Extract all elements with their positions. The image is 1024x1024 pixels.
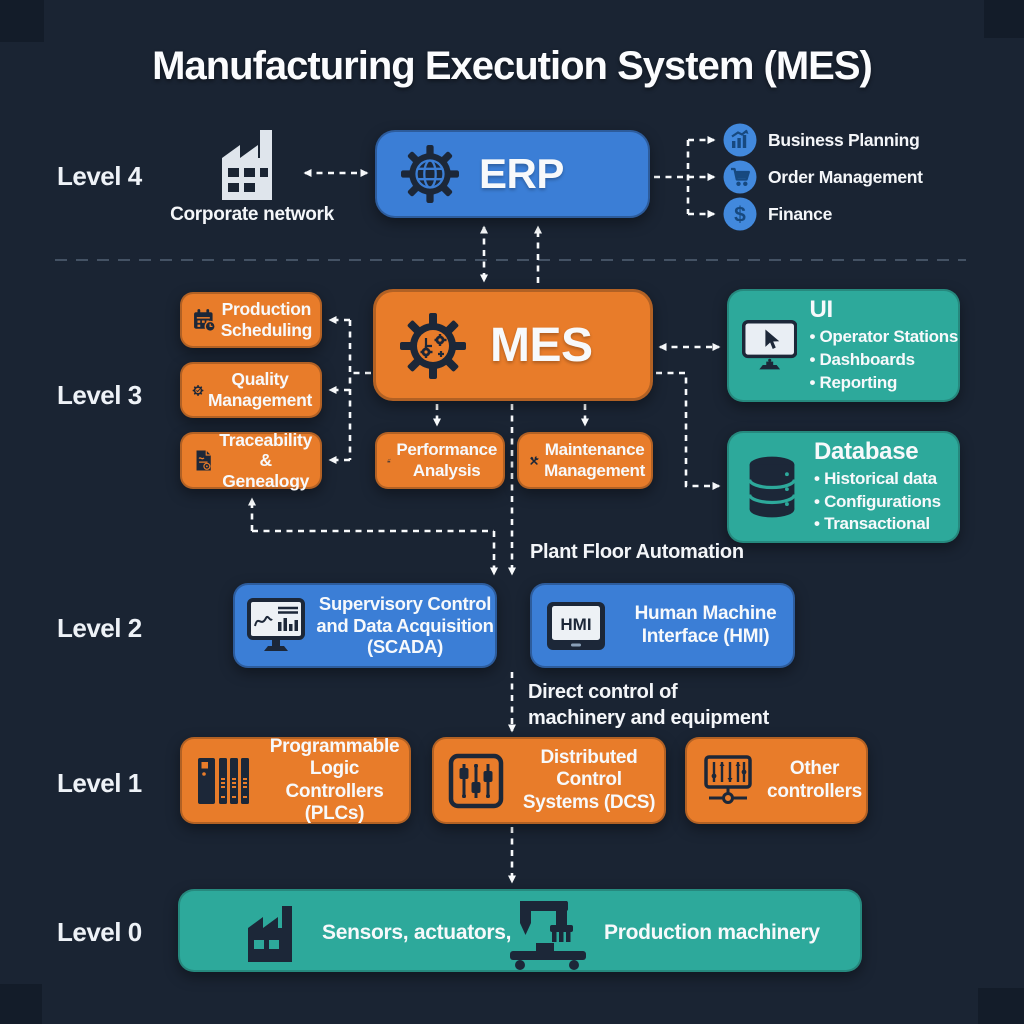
mes-label: MES (490, 318, 593, 372)
business-planning-label: Business Planning (768, 129, 920, 150)
business-planning-chart-icon (723, 123, 757, 157)
scada-monitor-icon (247, 597, 305, 651)
mes-gears-icon (400, 313, 466, 379)
scada-box: Supervisory Control and Data Acquisition… (233, 583, 497, 668)
ui-feature: • Operator Stations (809, 327, 958, 347)
corner-patch (978, 988, 1024, 1024)
performance-analysis-label: Performance Analysis (396, 440, 497, 480)
quality-management-box: Quality Management (180, 362, 322, 418)
sensors-actuators-label: Sensors, actuators, (322, 920, 512, 944)
erp-box: ERP (375, 130, 650, 218)
performance-chart-icon (387, 458, 391, 463)
level-4-label: Level 4 (57, 161, 142, 191)
ui-feature: • Dashboards (809, 350, 915, 370)
plc-label: Programmable Logic Controllers (PLCs) (269, 735, 400, 824)
svg-text:HMI: HMI (560, 615, 591, 634)
plant-floor-automation-label: Plant Floor Automation (530, 541, 744, 563)
production-scheduling-label: Production Scheduling (220, 299, 313, 340)
dollar-icon: $ (723, 197, 757, 231)
factory-dark-icon (248, 906, 292, 962)
hmi-box: HMI Human Machine Interface (HMI) (530, 583, 795, 668)
plc-rack-icon (198, 757, 249, 804)
order-management-label: Order Management (768, 166, 923, 187)
database-icon (748, 456, 796, 518)
corner-patch (0, 984, 42, 1024)
other-controllers-box: Other controllers (685, 737, 868, 824)
business-planning-item: Business Planning (723, 123, 920, 157)
database-title: Database (814, 437, 919, 465)
controller-network-icon (704, 754, 752, 804)
quality-management-label: Quality Management (208, 369, 312, 410)
page-title: Manufacturing Execution System (MES) (152, 44, 873, 88)
hmi-panel-icon: HMI (547, 601, 605, 650)
performance-analysis-box: Performance Analysis (375, 432, 505, 489)
corner-patch (984, 0, 1024, 38)
document-gear-icon (196, 450, 211, 471)
database-feature-list: • Historical data • Configurations • Tra… (814, 468, 941, 536)
ui-panel: UI • Operator Stations • Dashboards • Re… (727, 289, 960, 402)
maintenance-management-box: Maintenance Management (517, 432, 653, 489)
gear-check-icon (192, 384, 204, 396)
ui-title: UI (809, 296, 833, 324)
monitor-cursor-icon (742, 319, 798, 369)
dcs-label: Distributed Control Systems (DCS) (522, 746, 656, 813)
hmi-label: Human Machine Interface (HMI) (634, 603, 777, 647)
tools-icon (530, 456, 539, 465)
cart-icon (723, 160, 757, 194)
robot-arm-icon (510, 901, 586, 970)
corporate-network-label: Corporate network (170, 204, 334, 225)
ui-feature: • Reporting (809, 372, 898, 392)
finance-label: Finance (768, 203, 833, 224)
direct-control-label: Direct control of machinery and equipmen… (528, 681, 769, 729)
calendar-clock-icon (194, 308, 216, 332)
level-1-label: Level 1 (57, 768, 142, 798)
level-0-label: Level 0 (57, 917, 142, 947)
maintenance-management-label: Maintenance Management (544, 440, 645, 480)
finance-item: $ Finance (723, 197, 832, 231)
plc-box: Programmable Logic Controllers (PLCs) (180, 735, 411, 824)
ui-feature-list: • Operator Stations • Dashboards • Repor… (809, 326, 958, 394)
production-scheduling-box: Production Scheduling (180, 292, 322, 348)
erp-gear-globe-icon (401, 145, 459, 203)
level0-box: Sensors, actuators, Production machinery (178, 889, 862, 972)
dcs-sliders-icon (448, 753, 504, 808)
database-panel: Database • Historical data • Configurati… (727, 431, 960, 543)
level-2-label: Level 2 (57, 613, 142, 643)
scada-label: Supervisory Control and Data Acquisition… (316, 592, 494, 658)
factory-icon (222, 130, 272, 200)
production-machinery-label: Production machinery (604, 920, 820, 944)
database-feature: • Transactional (814, 514, 930, 534)
database-feature: • Configurations (814, 491, 941, 511)
dcs-box: Distributed Control Systems (DCS) (432, 737, 666, 824)
traceability-genealogy-box: Traceability & Genealogy (180, 429, 322, 491)
erp-label: ERP (479, 150, 564, 197)
other-controllers-label: Other controllers (767, 758, 862, 802)
corner-patch (0, 0, 44, 42)
level-3-label: Level 3 (57, 380, 142, 410)
order-management-item: Order Management (723, 160, 923, 194)
svg-text:$: $ (734, 204, 746, 227)
traceability-genealogy-label: Traceability & Genealogy (219, 429, 312, 491)
mes-box: MES (373, 289, 653, 401)
database-feature: • Historical data (814, 468, 937, 488)
